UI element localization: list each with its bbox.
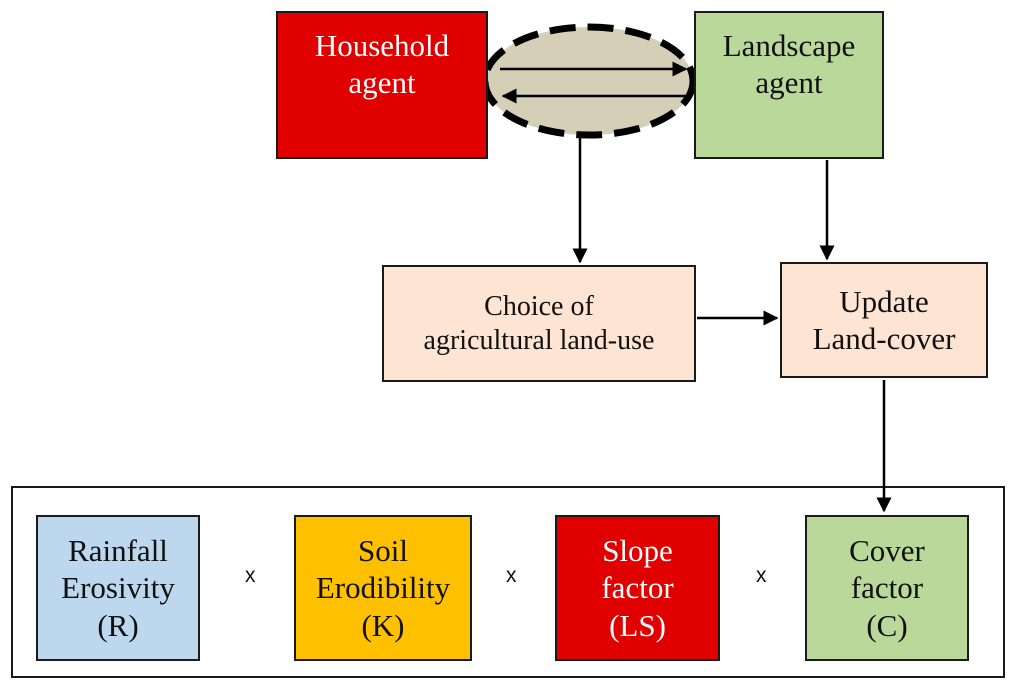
- multiply-operator: x: [245, 564, 256, 587]
- landscape-agent-label-line1: Landscape: [722, 28, 856, 63]
- household-agent-label-line1: Household: [314, 28, 450, 63]
- slope-label-line2: factor: [601, 570, 674, 606]
- soil-label-line2: Erodibility: [315, 570, 451, 606]
- land-use-choice-box: Choice of agricultural land-use: [382, 265, 696, 382]
- cover-label-line1: Cover: [849, 533, 925, 569]
- cover-factor-box: Cover factor (C): [805, 515, 969, 661]
- rainfall-label-line2: Erosivity: [61, 570, 175, 606]
- erosion-equation-frame: [11, 486, 1005, 678]
- soil-label-line3: (K): [361, 607, 405, 643]
- household-agent-box: Household agent: [276, 11, 488, 159]
- land-use-choice-label-line1: Choice of: [484, 290, 594, 322]
- soil-label-line1: Soil: [358, 533, 408, 569]
- interaction-ellipse: [481, 23, 697, 139]
- multiply-operator: x: [506, 564, 517, 587]
- update-land-cover-label-line2: Land-cover: [812, 321, 956, 356]
- landscape-agent-label-line2: agent: [755, 65, 823, 101]
- rainfall-label-line3: (R): [97, 607, 139, 643]
- land-use-choice-label-line2: agricultural land-use: [423, 324, 655, 356]
- cover-label-line3: (C): [866, 607, 908, 643]
- cover-label-line2: factor: [850, 570, 924, 606]
- rainfall-label-line1: Rainfall: [68, 533, 168, 569]
- multiply-operator: x: [756, 564, 767, 587]
- landscape-agent-box: Landscape agent: [694, 11, 884, 159]
- update-land-cover-label-line1: Update: [839, 283, 929, 319]
- household-agent-label-line2: agent: [348, 65, 416, 101]
- slope-label-line1: Slope: [602, 533, 673, 569]
- soil-erodibility-box: Soil Erodibility (K): [294, 515, 472, 661]
- slope-factor-box: Slope factor (LS): [555, 515, 720, 661]
- slope-label-line3: (LS): [609, 607, 666, 643]
- rainfall-erosivity-box: Rainfall Erosivity (R): [36, 515, 200, 661]
- update-land-cover-box: Update Land-cover: [780, 262, 988, 378]
